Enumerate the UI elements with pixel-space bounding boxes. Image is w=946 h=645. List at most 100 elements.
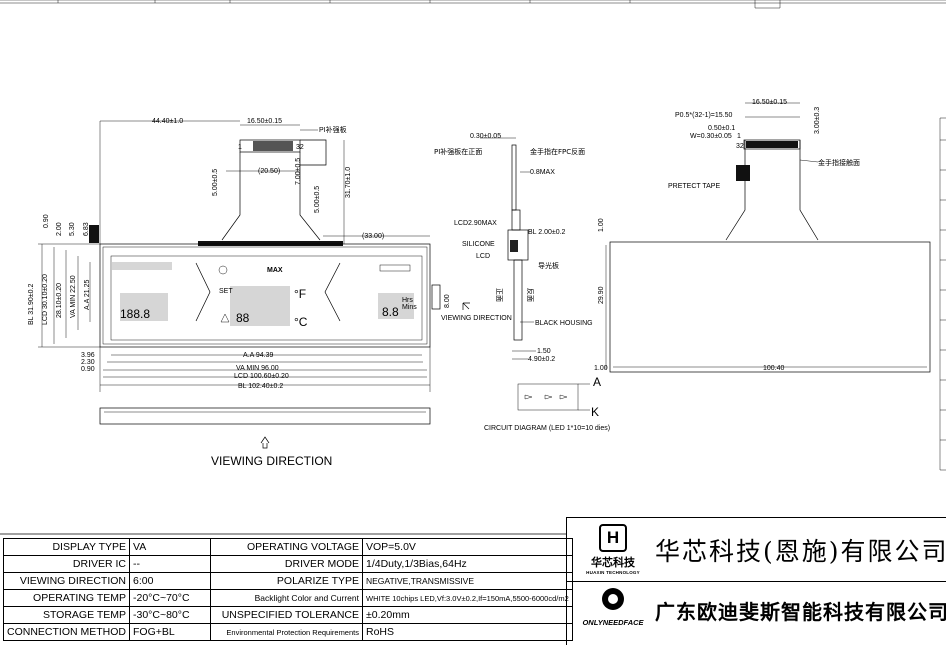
spec-row: CONNECTION METHOD FOG+BL Environmental P… (3, 623, 573, 641)
onlyneedface-logo-text: ONLYNEEDFACE (582, 618, 644, 627)
circuit-diagram: A K CIRCUIT DIAGRAM (LED 1*10=10 dies) (484, 375, 610, 432)
seg-hrs: Hrs (402, 297, 413, 304)
spec-key: Environmental Protection Requirements (210, 623, 363, 641)
side-max-0-8: 0.8MAX (530, 169, 555, 176)
front-view-direction: VIEWING DIRECTION (211, 454, 332, 468)
front-pin1: 1 (238, 144, 242, 151)
side-silicone: SILICONE (462, 241, 495, 248)
side-black-housing: BLACK HOUSING (535, 320, 593, 327)
front-view: 88 188.8 8.8 SET MAX °F °C Hrs Mins 44.4… (28, 118, 451, 468)
spec-key: DRIVER IC (3, 555, 130, 573)
company-name-2: 广东欧迪斐斯智能科技有限公司 (655, 600, 946, 624)
seg-f: °F (294, 287, 306, 301)
back-w-0-30: W=0.30±0.05 (690, 133, 732, 140)
side-lcd-290: LCD2.90MAX (454, 220, 497, 227)
bl-102: BL 102.40±0.2 (238, 383, 283, 390)
dim-8-00: 8.00 (444, 294, 451, 308)
seg-set: SET (219, 288, 233, 295)
side-lcd: LCD (476, 253, 490, 260)
back-gold-touch: 金手指接触面 (818, 158, 860, 167)
spec-row: VIEWING DIRECTION 6:00 POLARIZE TYPE NEG… (3, 572, 573, 590)
huaxin-logo-icon: H (599, 524, 627, 552)
back-d-0-50: 0.50±0.1 (708, 125, 735, 132)
side-front-face: 正面 (495, 288, 503, 302)
spec-key: CONNECTION METHOD (3, 623, 130, 641)
side-back-face: 反面 (526, 288, 535, 302)
huaxin-logo-sub: HUAXIN TECHNOLOGY (586, 570, 640, 575)
seg-88: 88 (236, 311, 250, 325)
spec-value: -30°C~80°C (129, 606, 211, 624)
spec-value: VOP=5.0V (362, 538, 573, 556)
side-view: 0.30±0.05 PI补强板在正面 金手指在FPC反面 0.8MAX LCD2… (434, 133, 593, 363)
back-protect-tape: PRETECT TAPE (668, 183, 720, 190)
spec-value: 6:00 (129, 572, 211, 590)
back-d-1-00: 1.00 (598, 218, 605, 232)
circuit-a: A (593, 375, 601, 389)
company-name-1: 华芯科技(恩施)有限公司 (655, 537, 946, 566)
side-view-direction: VIEWING DIRECTION (441, 315, 512, 322)
back-d-100-40: 100.40 (763, 365, 785, 372)
lcd-30-10: LCD 30.10±0.20 (42, 274, 49, 325)
huaxin-logo-text: 华芯科技 (591, 556, 635, 569)
aa-21-25: A.A 21.25 (84, 280, 91, 310)
back-d-16-50: 16.50±0.15 (752, 99, 787, 106)
spec-row: OPERATING TEMP -20°C~70°C Backlight Colo… (3, 589, 573, 607)
spec-value: NEGATIVE,TRANSMISSIVE (362, 572, 573, 590)
company-block: H 华芯科技 HUAXIN TECHNOLOGY 华芯科技(恩施)有限公司 ON… (566, 517, 946, 645)
spec-value: -20°C~70°C (129, 589, 211, 607)
dim-28-10: 28.10±0.20 (56, 283, 63, 318)
left-6-83: 6.83 (83, 222, 90, 236)
spec-key: UNSPECIFIED TOLERANCE (210, 606, 363, 624)
side-d-1-50: 1.50 (537, 348, 551, 355)
seg-188: 188.8 (120, 307, 150, 321)
seg-mins: Mins (402, 304, 417, 311)
spec-row: DISPLAY TYPE VA OPERATING VOLTAGE VOP=5.… (3, 538, 573, 556)
b-2-30: 2.30 (81, 359, 95, 366)
dim-5-00: 5.00±0.5 (212, 169, 219, 196)
onlyneedface-logo: ONLYNEEDFACE (573, 588, 653, 642)
side-d-4-90: 4.90±0.2 (528, 356, 555, 363)
spec-row: DRIVER IC -- DRIVER MODE 1/4Duty,1/3Bias… (3, 555, 573, 573)
dim-16-50: 16.50±0.15 (247, 118, 282, 125)
side-pi-front: PI补强板在正面 (434, 147, 482, 156)
dim-44-40: 44.40±1.0 (152, 118, 183, 125)
front-pin32: 32 (296, 144, 304, 151)
spec-key: DISPLAY TYPE (3, 538, 130, 556)
dim-7-00: 7.00±0.5 (295, 158, 302, 185)
spec-value: ±0.20mm (362, 606, 573, 624)
left-2-00: 2.00 (56, 222, 63, 236)
spec-value: 1/4Duty,1/3Bias,64Hz (362, 555, 573, 573)
dim-31-70: 31.70±1.0 (345, 167, 352, 198)
bl-31-90: BL 31.90±0.2 (28, 284, 35, 325)
back-d-3-00: 3.00±0.3 (814, 107, 821, 134)
company-row-2: ONLYNEEDFACE 广东欧迪斐斯智能科技有限公司 (567, 581, 946, 645)
back-d-29-90: 29.90 (598, 286, 605, 304)
spec-key: OPERATING VOLTAGE (210, 538, 363, 556)
aa-94: A.A 94.39 (243, 352, 273, 359)
back-view: P0.5*(32-1)=15.50 16.50±0.15 3.00±0.3 0.… (594, 99, 946, 471)
spec-value: -- (129, 555, 211, 573)
spec-key: POLARIZE TYPE (210, 572, 363, 590)
side-t-0-30: 0.30±0.05 (470, 133, 501, 140)
left-0-90: 0.90 (43, 214, 50, 228)
dim-33-00: (33.00) (362, 233, 384, 240)
b-3-96: 3.96 (81, 352, 95, 359)
side-light-guide: 导光板 (538, 261, 559, 270)
b-0-90: 0.90 (81, 366, 95, 373)
spec-key: Backlight Color and Current (210, 589, 363, 607)
circuit-k: K (591, 405, 599, 419)
seg-max: MAX (267, 267, 283, 274)
back-pitch: P0.5*(32-1)=15.50 (675, 112, 733, 119)
lcd-100: LCD 100.60±0.20 (234, 373, 289, 380)
spec-value: FOG+BL (129, 623, 211, 641)
company-row-1: H 华芯科技 HUAXIN TECHNOLOGY 华芯科技(恩施)有限公司 (567, 518, 946, 581)
huaxin-logo: H 华芯科技 HUAXIN TECHNOLOGY (573, 524, 653, 578)
va-min-22: VA MIN 22.50 (70, 275, 77, 318)
back-pin32: 32 (736, 143, 744, 150)
side-gold-back: 金手指在FPC反面 (530, 147, 585, 156)
spec-row: STORAGE TEMP -30°C~80°C UNSPECIFIED TOLE… (3, 606, 573, 624)
side-bl-200: BL 2.00±0.2 (528, 229, 566, 236)
spec-key: OPERATING TEMP (3, 589, 130, 607)
spec-value: RoHS (362, 623, 573, 641)
